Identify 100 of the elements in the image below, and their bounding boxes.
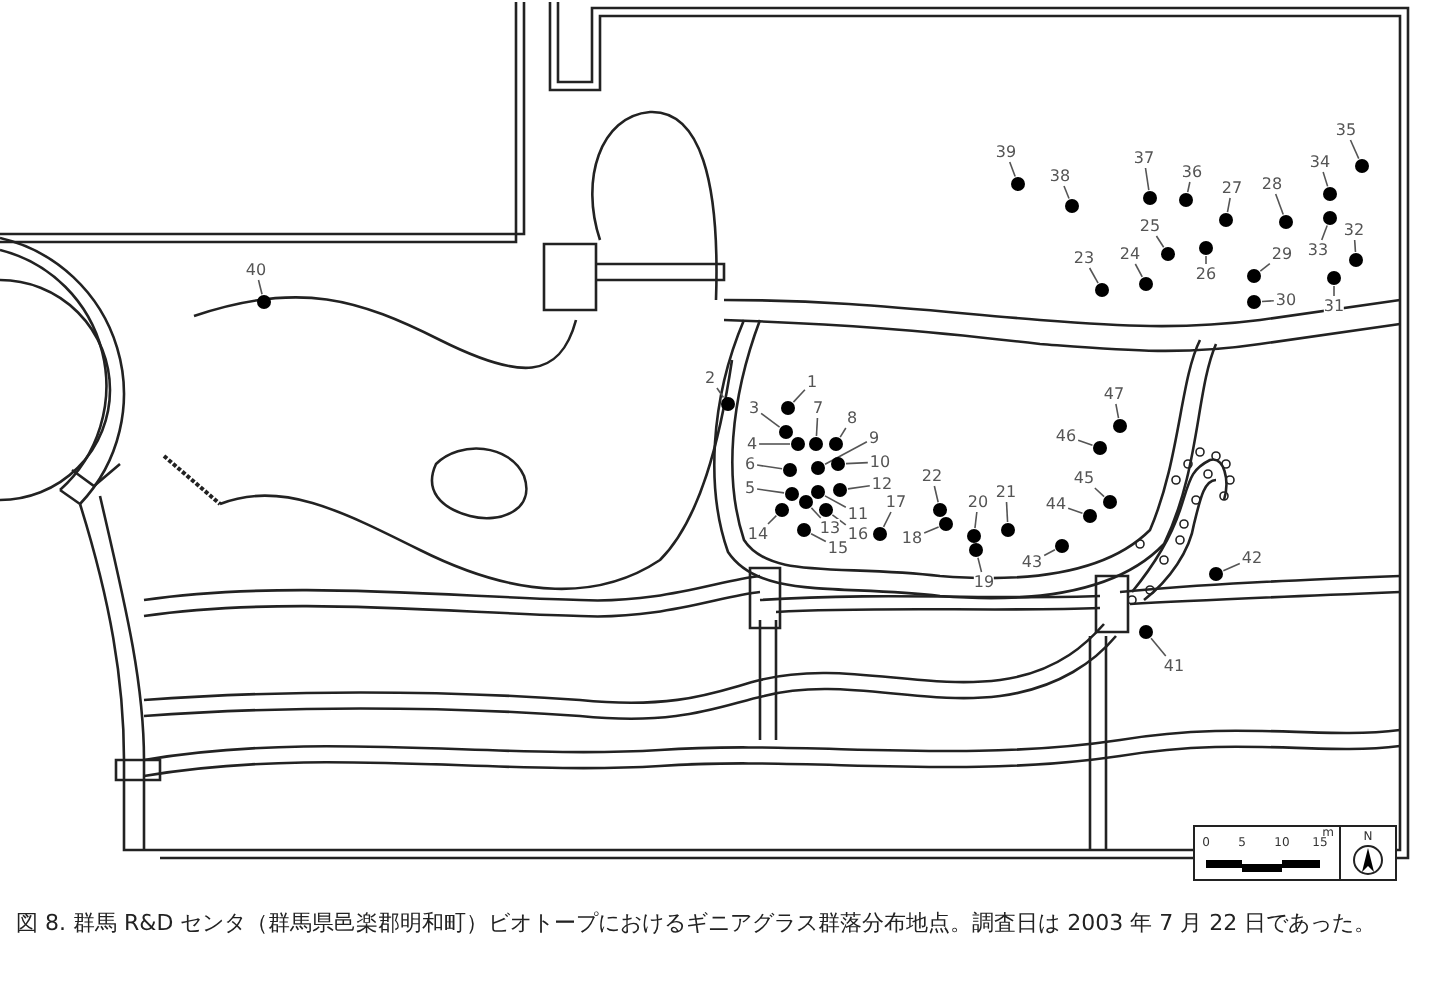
survey-point-dot	[1323, 211, 1337, 225]
survey-point-dot	[1219, 213, 1233, 227]
survey-point-dot	[1327, 271, 1341, 285]
survey-point-dot	[811, 461, 825, 475]
survey-point-dot	[1247, 269, 1261, 283]
leader-line	[824, 495, 847, 509]
leader-line	[1150, 637, 1167, 657]
point-number: 44	[1045, 495, 1067, 513]
leader-line	[810, 532, 827, 543]
survey-point-dot	[1349, 253, 1363, 267]
point-number: 30	[1275, 291, 1297, 309]
survey-point-dot	[819, 503, 833, 517]
point-number: 21	[995, 483, 1017, 501]
point-number: 8	[846, 409, 858, 427]
survey-point-dot	[833, 483, 847, 497]
point-number: 12	[871, 475, 893, 493]
leader-line	[882, 511, 892, 528]
leader-line	[1261, 299, 1275, 303]
leader-line	[1259, 262, 1271, 272]
leader-line	[760, 412, 781, 428]
survey-point-dot	[1143, 191, 1157, 205]
leader-line	[1008, 161, 1016, 178]
point-number: 11	[847, 505, 869, 523]
leader-line	[815, 417, 819, 437]
survey-point-dot	[1083, 509, 1097, 523]
survey-point-dot	[1247, 295, 1261, 309]
leader-line	[1094, 487, 1105, 498]
survey-point-dot	[831, 457, 845, 471]
survey-point-dot	[785, 487, 799, 501]
point-number: 18	[901, 529, 923, 547]
survey-point-dot	[969, 543, 983, 557]
point-number: 22	[921, 467, 943, 485]
leader-line	[1274, 193, 1285, 216]
point-number: 10	[869, 453, 891, 471]
survey-point-dot	[1139, 625, 1153, 639]
leader-line	[1155, 235, 1165, 249]
leader-line	[1088, 267, 1099, 284]
survey-point-dot	[1323, 187, 1337, 201]
leader-line	[933, 485, 939, 503]
leader-line	[1115, 403, 1120, 419]
survey-point-dot	[1055, 539, 1069, 553]
point-number: 20	[967, 493, 989, 511]
survey-point-dot	[1199, 241, 1213, 255]
point-number: 47	[1103, 385, 1125, 403]
leader-line	[845, 461, 869, 465]
leader-line	[756, 464, 783, 470]
point-number: 37	[1133, 149, 1155, 167]
point-number: 26	[1195, 265, 1217, 283]
survey-point-dot	[1065, 199, 1079, 213]
leader-line	[1205, 255, 1207, 265]
point-number: 13	[819, 519, 841, 537]
leader-line	[1186, 181, 1191, 193]
point-number: 29	[1271, 245, 1293, 263]
leader-line	[810, 507, 822, 519]
survey-point-dot	[1095, 283, 1109, 297]
point-number: 31	[1323, 297, 1345, 315]
leader-line	[839, 427, 847, 438]
leader-line	[847, 484, 871, 490]
point-number: 46	[1055, 427, 1077, 445]
point-number: 25	[1139, 217, 1161, 235]
point-number: 2	[704, 369, 716, 387]
point-number: 43	[1021, 553, 1043, 571]
leader-line	[923, 526, 940, 534]
survey-point-dot	[775, 503, 789, 517]
leader-line	[974, 511, 978, 529]
point-number: 6	[744, 455, 756, 473]
leader-line	[1134, 263, 1144, 278]
survey-point-dot	[1161, 247, 1175, 261]
leader-line	[1333, 285, 1335, 297]
point-number: 7	[812, 399, 824, 417]
survey-point-dot	[933, 503, 947, 517]
leader-line	[1226, 197, 1231, 213]
survey-point-dot	[783, 463, 797, 477]
survey-point-dot	[1103, 495, 1117, 509]
survey-point-dot	[1011, 177, 1025, 191]
point-number: 38	[1049, 167, 1071, 185]
leader-line	[1144, 167, 1150, 191]
survey-point-dot	[967, 529, 981, 543]
leader-line	[716, 387, 725, 399]
point-number: 40	[245, 261, 267, 279]
survey-point-dot	[797, 523, 811, 537]
survey-point-dot	[1093, 441, 1107, 455]
leader-line	[1067, 507, 1084, 515]
point-number: 4	[746, 435, 758, 453]
point-number: 28	[1261, 175, 1283, 193]
leader-line	[792, 388, 806, 403]
point-number: 23	[1073, 249, 1095, 267]
leader-line	[758, 443, 791, 445]
leader-line	[1322, 171, 1329, 188]
survey-point-dot	[873, 527, 887, 541]
survey-point-dot	[781, 401, 795, 415]
point-number: 24	[1119, 245, 1141, 263]
survey-point-dot	[799, 495, 813, 509]
survey-point-dot	[257, 295, 271, 309]
survey-point-dot	[1001, 523, 1015, 537]
point-number: 14	[747, 525, 769, 543]
point-number: 16	[847, 525, 869, 543]
leader-line	[1077, 439, 1094, 447]
point-number: 5	[744, 479, 756, 497]
leader-line	[257, 279, 263, 296]
